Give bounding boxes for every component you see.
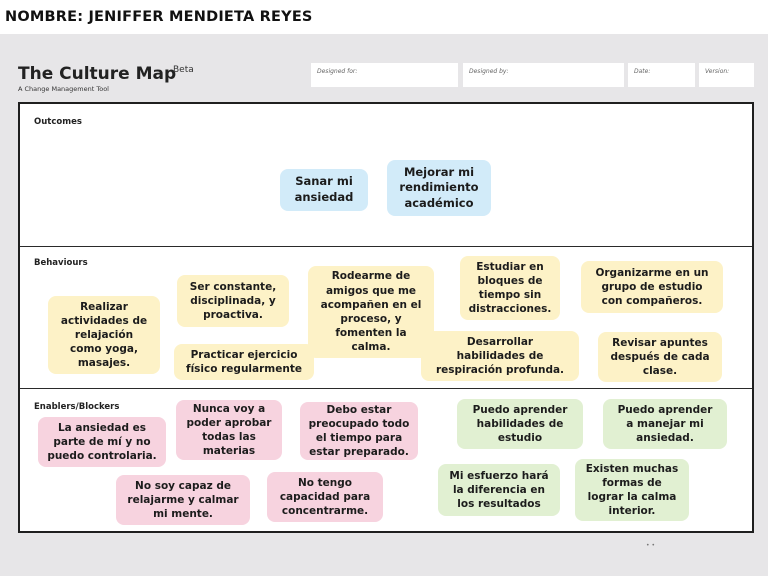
version-label: Version:: [705, 68, 730, 75]
behaviour-note[interactable]: Rodearme de amigos que me acompañen en e…: [308, 266, 434, 358]
outcomes-label: Outcomes: [34, 117, 82, 127]
designed-for-label: Designed for:: [317, 68, 358, 75]
brand-title: The Culture Map: [18, 64, 177, 84]
behaviour-note[interactable]: Revisar apuntes después de cada clase.: [598, 332, 722, 382]
date-label: Date:: [634, 68, 651, 75]
designed-for-field[interactable]: Designed for:: [311, 63, 458, 87]
enabler-note[interactable]: Puedo aprender habilidades de estudio: [457, 399, 583, 449]
behaviour-note[interactable]: Organizarme en un grupo de estudio con c…: [581, 261, 723, 313]
behaviour-note[interactable]: Desarrollar habilidades de respiración p…: [421, 331, 579, 381]
page-indicator-dots: • •: [646, 542, 655, 549]
behaviours-label: Behaviours: [34, 258, 88, 268]
outcome-note[interactable]: Mejorar mi rendimiento académico: [387, 160, 491, 216]
version-field[interactable]: Version:: [699, 63, 754, 87]
behaviour-note[interactable]: Ser constante, disciplinada, y proactiva…: [177, 275, 289, 327]
outcome-note[interactable]: Sanar mi ansiedad: [280, 169, 368, 211]
behaviour-note[interactable]: Estudiar en bloques de tiempo sin distra…: [460, 256, 560, 320]
brand-beta-badge: Beta: [173, 65, 194, 75]
culture-map-board: Outcomes Behaviours Enablers/Blockers Sa…: [18, 102, 754, 533]
enabler-note[interactable]: Existen muchas formas de lograr la calma…: [575, 459, 689, 521]
enabler-note[interactable]: Mi esfuerzo hará la diferencia en los re…: [438, 464, 560, 516]
behaviour-note[interactable]: Practicar ejercicio físico regularmente: [174, 344, 314, 380]
enablers-blockers-label: Enablers/Blockers: [34, 402, 120, 412]
designed-by-label: Designed by:: [469, 68, 509, 75]
blocker-note[interactable]: Debo estar preocupado todo el tiempo par…: [300, 402, 418, 460]
section-divider: [20, 388, 752, 389]
blocker-note[interactable]: No soy capaz de relajarme y calmar mi me…: [116, 475, 250, 525]
enabler-note[interactable]: Puedo aprender a manejar mi ansiedad.: [603, 399, 727, 449]
student-name: NOMBRE: JENIFFER MENDIETA REYES: [5, 9, 313, 25]
blocker-note[interactable]: Nunca voy a poder aprobar todas las mate…: [176, 400, 282, 460]
date-field[interactable]: Date:: [628, 63, 695, 87]
name-header: NOMBRE: JENIFFER MENDIETA REYES: [0, 0, 768, 34]
behaviour-note[interactable]: Realizar actividades de relajación como …: [48, 296, 160, 374]
section-divider: [20, 246, 752, 247]
designed-by-field[interactable]: Designed by:: [463, 63, 624, 87]
blocker-note[interactable]: No tengo capacidad para concentrarme.: [267, 472, 383, 522]
blocker-note[interactable]: La ansiedad es parte de mí y no puedo co…: [38, 417, 166, 467]
brand-subtitle: A Change Management Tool: [18, 85, 109, 93]
